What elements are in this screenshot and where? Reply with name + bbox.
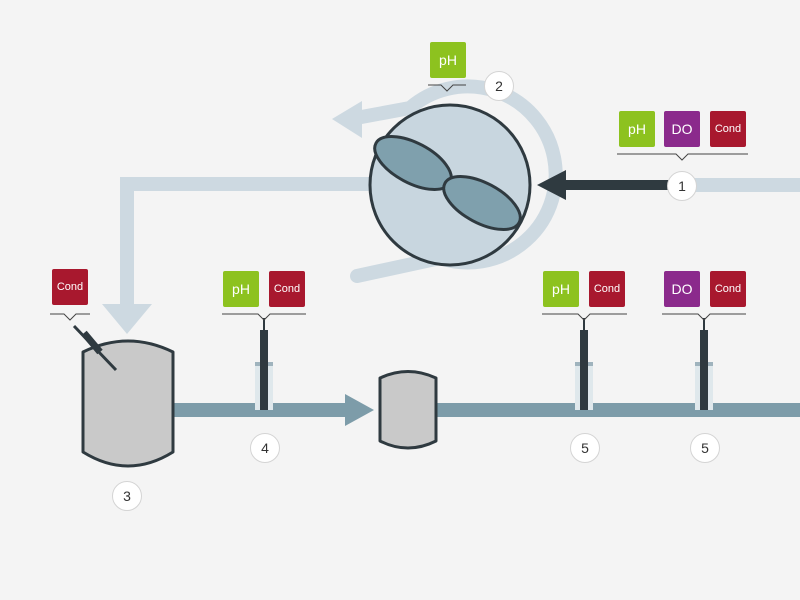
marker-2-label: 2: [495, 78, 503, 94]
do-sensor-badge: DO: [664, 271, 700, 307]
pump-icon: [368, 103, 532, 267]
marker-5a: 5: [570, 433, 600, 463]
flow-arrow-icon: [102, 304, 152, 334]
do-sensor-badge: DO: [664, 111, 700, 147]
cond-sensor-badge: Cond: [710, 271, 746, 307]
cond-sensor-badge: Cond: [589, 271, 625, 307]
ph-label: pH: [232, 281, 250, 297]
cond-sensor-badge: Cond: [710, 111, 746, 147]
marker-3-label: 3: [123, 488, 131, 504]
ph-label: pH: [439, 52, 457, 68]
sensor-probe-icon: [255, 318, 273, 410]
cond-label: Cond: [714, 123, 742, 135]
ph-sensor-badge: pH: [619, 111, 655, 147]
marker-5b: 5: [690, 433, 720, 463]
cond-sensor-badge: Cond: [269, 271, 305, 307]
ph-sensor-badge: pH: [543, 271, 579, 307]
pump-recirculation: [332, 79, 563, 283]
callout-lines: [50, 84, 748, 321]
marker-5b-label: 5: [701, 440, 709, 456]
ph-sensor-badge: pH: [430, 42, 466, 78]
do-label: DO: [671, 281, 693, 297]
marker-5a-label: 5: [581, 440, 589, 456]
sensor-probe-icon: [575, 318, 593, 410]
cond-label: Cond: [56, 281, 84, 293]
marker-4: 4: [250, 433, 280, 463]
inlet-arrow: [537, 170, 672, 200]
marker-1-label: 1: [678, 178, 686, 194]
callout-pointer-5a: [542, 313, 627, 321]
cond-label: Cond: [593, 283, 621, 295]
return-pipe: [102, 177, 372, 334]
filter-vessel-icon: [378, 370, 438, 450]
marker-3: 3: [112, 481, 142, 511]
ph-label: pH: [628, 121, 646, 137]
arrow-left-icon: [537, 170, 566, 200]
callout-pointer-5b: [662, 313, 746, 321]
callout-pointer-1: [617, 153, 748, 161]
flow-arrow-icon: [345, 394, 374, 426]
do-label: DO: [671, 121, 693, 137]
tank-icon: [72, 324, 175, 468]
ph-label: pH: [552, 281, 570, 297]
marker-1: 1: [667, 171, 697, 201]
cond-label: Cond: [273, 283, 301, 295]
cond-sensor-badge: Cond: [52, 269, 88, 305]
callout-pointer-3: [50, 313, 90, 321]
marker-4-label: 4: [261, 440, 269, 456]
callout-pointer-4: [222, 313, 306, 321]
ph-sensor-badge: pH: [223, 271, 259, 307]
marker-2: 2: [484, 71, 514, 101]
flow-arrow-icon: [332, 101, 362, 138]
cond-label: Cond: [714, 283, 742, 295]
callout-pointer-2: [428, 84, 466, 92]
sensor-probe-icon: [695, 318, 713, 410]
